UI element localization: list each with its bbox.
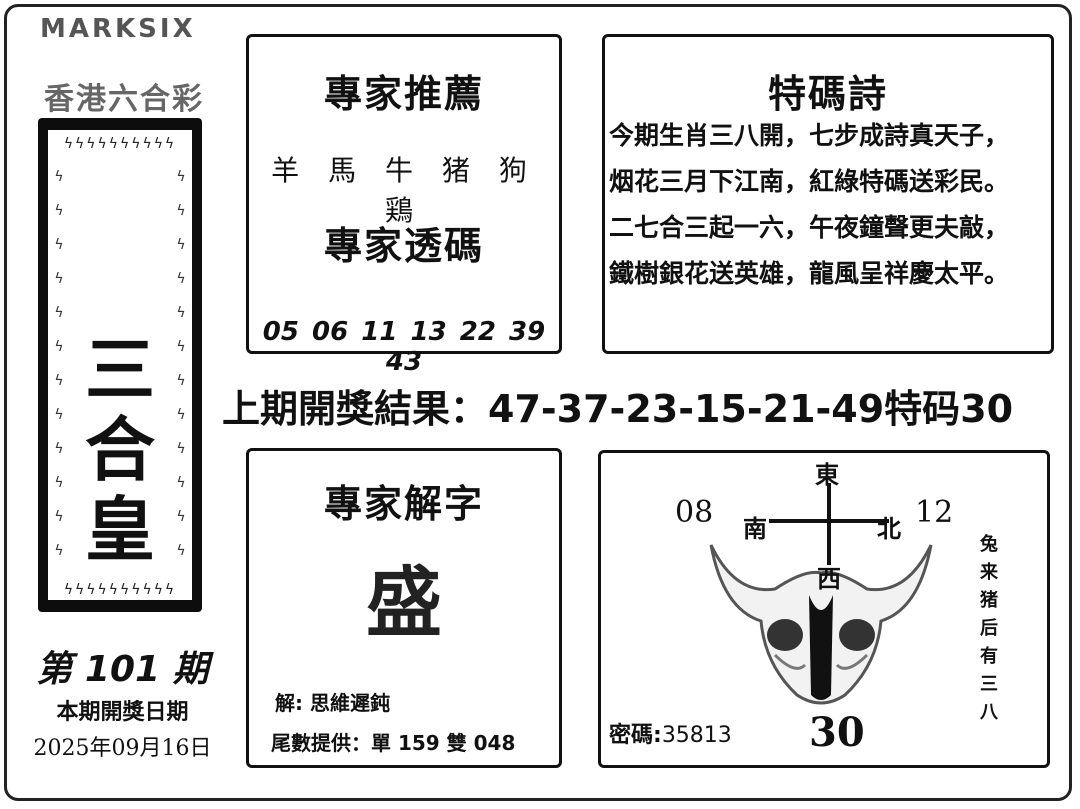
compass-big-number: 30	[809, 709, 865, 756]
poem-lines: 今期生肖三八開，七步成詩真天子， 烟花三月下江南，紅綠特碼送彩民。 二七合三起一…	[609, 113, 1049, 297]
poem-title: 特碼詩	[767, 72, 888, 116]
explain-text: 思維遲鈍	[309, 691, 390, 715]
banner-pattern-left: ϟ ϟ ϟ ϟ ϟ ϟ ϟ ϟ ϟ ϟ ϟ ϟ	[54, 169, 64, 559]
compass-cross	[769, 483, 889, 565]
draw-date: 2025年09月16日	[33, 736, 212, 761]
tail-label: 尾數提供：	[271, 731, 371, 755]
number-item: 11	[361, 317, 398, 347]
banner-title-char: 三	[85, 328, 155, 411]
number-item: 22	[459, 317, 496, 347]
poem-line: 今期生肖三八開，七步成詩真天子，	[609, 121, 1010, 150]
title-banner: ϟϟϟϟϟϟϟϟϟϟ ϟϟϟϟϟϟϟϟϟϟ ϟ ϟ ϟ ϟ ϟ ϟ ϟ ϟ ϟ …	[38, 118, 202, 612]
vertical-hint: 兔来猪后有三八	[980, 534, 998, 723]
recommended-numbers: 05 06 11 13 22 39 43	[249, 317, 559, 377]
banner-pattern-bottom: ϟϟϟϟϟϟϟϟϟϟ	[63, 582, 177, 596]
expert-recommend-box: 專家推薦 羊 馬 牛 猪 狗 鶏 專家透碼 05 06 11 13 22 39 …	[246, 34, 562, 377]
secret-code: 密碼:35813	[609, 717, 732, 749]
number-item: 13	[410, 317, 447, 347]
decode-explanation: 解: 思維遲鈍	[275, 687, 390, 716]
expert-reveal-title: 專家透碼	[323, 224, 484, 268]
zodiac-item: 羊	[271, 154, 310, 187]
compass-west: 西	[817, 565, 841, 593]
last-result-numbers: 47-37-23-15-21-49	[488, 387, 885, 431]
compass-left-number: 08	[675, 495, 714, 530]
banner-title-char: 皇	[85, 488, 155, 571]
compass-north: 北	[877, 515, 901, 543]
skull-illustration	[709, 544, 933, 705]
tail-numbers: 尾數提供：單 159 雙 048	[271, 727, 515, 756]
expert-recommend-title: 專家推薦	[323, 72, 484, 116]
zodiac-item: 牛	[384, 154, 423, 187]
number-item: 05	[262, 317, 299, 347]
issue-value: 101	[84, 649, 161, 690]
last-result-label: 上期開獎結果：	[222, 387, 489, 431]
expert-decode-title: 專家解字	[323, 482, 484, 526]
zodiac-item: 馬	[328, 154, 367, 187]
poem-line: 鐵樹銀花送英雄，龍風呈祥慶太平。	[609, 259, 1010, 288]
zodiac-item: 狗	[498, 154, 537, 187]
code-label: 密碼:	[609, 723, 662, 748]
number-item: 43	[385, 347, 423, 377]
banner-panel: ϟϟϟϟϟϟϟϟϟϟ ϟϟϟϟϟϟϟϟϟϟ ϟ ϟ ϟ ϟ ϟ ϟ ϟ ϟ ϟ …	[48, 130, 192, 600]
zodiac-list: 羊 馬 牛 猪 狗 鶏	[249, 149, 559, 229]
zodiac-item: 鶏	[384, 194, 423, 227]
number-item: 06	[312, 317, 349, 347]
decode-character: 盛	[366, 558, 442, 647]
issue-number: 第 101 期	[30, 640, 215, 692]
outer-frame	[4, 4, 1072, 801]
draw-date-label: 本期開獎日期	[56, 700, 189, 725]
compass-south: 南	[743, 515, 767, 543]
banner-title-char: 合	[85, 408, 155, 491]
compass-right-number: 12	[915, 495, 954, 530]
compass-east: 東	[815, 461, 839, 489]
poem-line: 烟花三月下江南，紅綠特碼送彩民。	[609, 167, 1010, 196]
banner-pattern-right: ϟ ϟ ϟ ϟ ϟ ϟ ϟ ϟ ϟ ϟ ϟ ϟ	[176, 169, 186, 559]
brand-subtitle: 香港六合彩	[44, 82, 204, 117]
compass-box: 東 南 北 西 08 12 兔来猪后有三八 密碼:35813 30	[598, 450, 1050, 768]
zodiac-item: 猪	[441, 154, 480, 187]
code-value: 35813	[661, 723, 732, 748]
issue-prefix: 第	[36, 649, 73, 690]
number-item: 39	[509, 317, 546, 347]
special-label: 特码	[884, 387, 961, 431]
last-result: 上期開獎結果：47-37-23-15-21-49特码30	[222, 378, 1013, 433]
explain-label: 解:	[275, 691, 303, 715]
tail-values: 單 159 雙 048	[371, 731, 516, 755]
special-number: 30	[960, 387, 1014, 431]
expert-decode-box: 專家解字 盛 解: 思維遲鈍 尾數提供：單 159 雙 048	[246, 448, 562, 768]
poem-line: 二七合三起一六，午夜鐘聲更夫敲，	[609, 213, 1010, 242]
brand-logo: MARKSIX	[40, 14, 196, 44]
poem-box: 特碼詩 今期生肖三八開，七步成詩真天子， 烟花三月下江南，紅綠特碼送彩民。 二七…	[602, 34, 1054, 354]
banner-pattern-top: ϟϟϟϟϟϟϟϟϟϟ	[63, 136, 177, 150]
banner-title: 三 合 皇	[48, 330, 192, 570]
issue-suffix: 期	[172, 649, 209, 690]
